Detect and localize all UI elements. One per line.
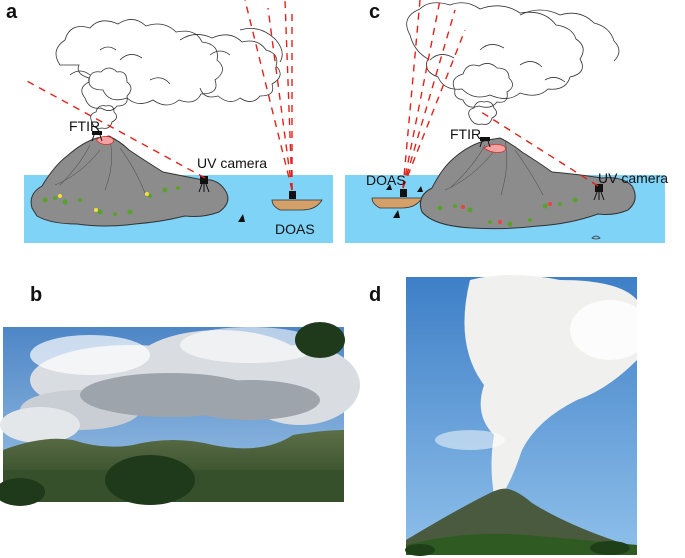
panel-c-bird (591, 235, 601, 240)
panel-a-fin (238, 214, 245, 222)
panel-c-ftir-instrument (479, 137, 491, 148)
panel-a-uv-camera (198, 176, 210, 193)
panel-b-letter: b (30, 284, 43, 306)
panel-c-vegetation (437, 197, 578, 227)
panel-c-plume (406, 2, 620, 125)
panel-c-boat (371, 189, 423, 209)
panel-d-trees (405, 541, 630, 556)
panel-c-letter: c (369, 1, 381, 23)
panel-d-letter: d (369, 284, 382, 306)
panel-a-ftir-instrument (91, 131, 103, 142)
panel-c-doas-label: DOAS (366, 172, 406, 188)
panel-a-doas-label: DOAS (275, 221, 315, 237)
panel-c-uv-label: UV camera (598, 170, 669, 186)
panel-a-plume (55, 19, 283, 129)
panel-a-uv-label: UV camera (197, 155, 268, 171)
panel-a-boat (271, 191, 323, 211)
panel-a-crater (95, 136, 114, 145)
panel-a-beams (24, 0, 293, 191)
panel-c-beams (402, 0, 599, 189)
panel-c-ftir-label: FTIR (450, 126, 482, 142)
panel-c-fins (386, 184, 423, 218)
panel-a-letter: a (6, 1, 18, 23)
panel-c-island (419, 137, 636, 230)
panel-b-trees (0, 322, 345, 506)
panel-a-ftir-label: FTIR (69, 118, 101, 134)
panel-a-vegetation (42, 186, 180, 216)
panel-c-uv-camera (593, 184, 605, 201)
